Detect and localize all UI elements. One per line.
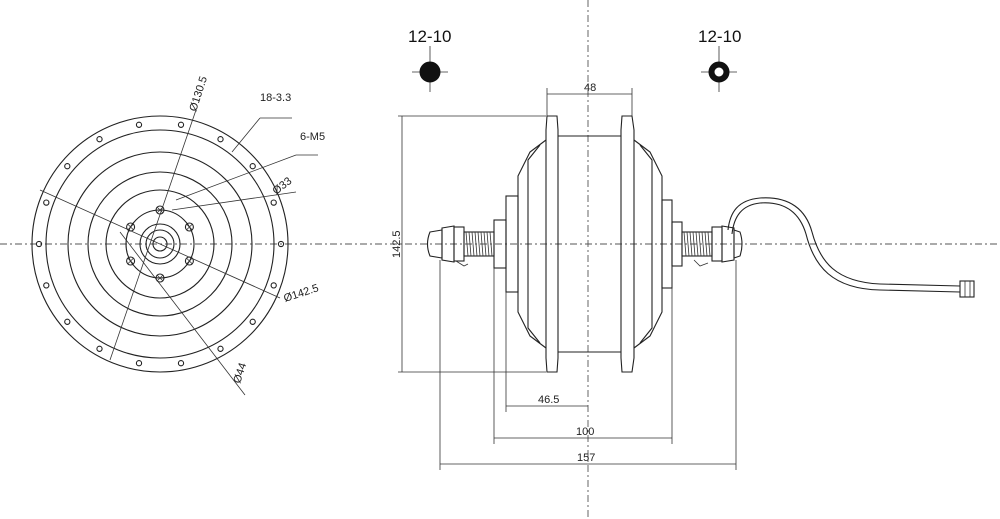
- label-dia-44: Ø44: [231, 361, 249, 384]
- spoke-hole: [277, 240, 285, 248]
- thread-line: [695, 231, 699, 257]
- cable-connector: [959, 280, 975, 298]
- shell-circle: [67, 151, 253, 337]
- side-view: 142.5 48 46.5 100 157: [391, 82, 975, 470]
- spoke-hole: [96, 345, 103, 352]
- front-view: 18-3.3 6-M5 Ø130.5 Ø33 Ø142.5 Ø44: [31, 75, 325, 396]
- thread-line: [698, 231, 702, 257]
- thread-line: [471, 231, 475, 257]
- thread-line: [477, 231, 481, 257]
- spoke-hole: [135, 360, 143, 367]
- bolt-holes: [126, 205, 194, 283]
- thread-line: [689, 231, 693, 257]
- label-width-48: 48: [584, 82, 596, 94]
- label-spoke-left: 12-10: [408, 27, 451, 46]
- bolt-hole: [126, 256, 136, 266]
- flange-outer-circle: [31, 115, 289, 373]
- spoke-hole: [177, 360, 185, 367]
- leader-6-m5: [175, 154, 297, 201]
- cable-top: [727, 197, 961, 287]
- spoke-hole: [177, 121, 185, 128]
- label-width-100: 100: [576, 426, 594, 438]
- thread-line: [704, 231, 708, 257]
- spoke-hole: [35, 240, 43, 248]
- left-cover-inner: [527, 144, 541, 344]
- right-flange: [620, 115, 635, 373]
- thread-line: [465, 231, 469, 257]
- thread-line: [686, 231, 690, 257]
- bearing-circle: [139, 223, 181, 265]
- thread-line: [701, 231, 705, 257]
- spoke-hole: [135, 121, 143, 128]
- thread-line: [483, 231, 487, 257]
- thread-line: [486, 231, 490, 257]
- spoke-hole: [270, 282, 277, 289]
- bolt-hole: [155, 273, 165, 283]
- thread-line: [474, 231, 478, 257]
- spoke-section-right: 12-10: [698, 27, 741, 92]
- bolt-hole: [184, 222, 194, 232]
- spoke-hole: [270, 199, 277, 206]
- right-nut-clip: [693, 259, 709, 267]
- dia-leader-33: [171, 191, 297, 211]
- left-axle-cap: [426, 229, 443, 259]
- spoke-hole: [43, 282, 50, 289]
- left-flange: [545, 115, 559, 373]
- right-cover-inner: [639, 144, 653, 344]
- thread-line: [468, 231, 472, 257]
- left-nut-clip: [455, 260, 469, 267]
- right-axle-cap: [733, 229, 743, 259]
- spoke-right-hollow-core: [713, 66, 725, 78]
- cable-bottom: [731, 202, 961, 293]
- spoke-section-left: 12-10: [408, 27, 451, 92]
- label-width-157: 157: [577, 452, 595, 464]
- shell-body: [558, 135, 621, 353]
- spoke-hole: [217, 345, 224, 352]
- thread-line: [707, 231, 711, 257]
- left-thread-lines: [465, 231, 493, 257]
- dia-leader-142-5: [39, 189, 281, 299]
- label-6-m5: 6-M5: [300, 131, 325, 143]
- dia-leader-130-5: [109, 109, 197, 361]
- spoke-holes: [35, 121, 285, 367]
- spoke-hole: [64, 163, 71, 170]
- leader-18-3-3: [231, 117, 261, 153]
- axle-circle: [145, 229, 175, 259]
- thread-line: [692, 231, 696, 257]
- axle-core-circle: [152, 236, 168, 252]
- spoke-left-solid-section: [419, 61, 441, 83]
- flange-inner-circle: [45, 129, 275, 359]
- spoke-hole: [64, 318, 71, 325]
- cover-circle: [87, 171, 233, 317]
- right-thread-lines: [683, 231, 711, 257]
- label-spoke-right: 12-10: [698, 27, 741, 46]
- spoke-hole: [249, 163, 256, 170]
- label-18-3-3: 18-3.3: [260, 92, 291, 104]
- label-height-142-5: 142.5: [391, 230, 403, 258]
- spoke-hole: [249, 318, 256, 325]
- right-washer: [721, 225, 735, 263]
- label-dia-130-5: Ø130.5: [187, 75, 210, 113]
- label-dia-142-5: Ø142.5: [282, 282, 320, 305]
- label-width-46-5: 46.5: [538, 394, 559, 406]
- spoke-hole: [96, 136, 103, 143]
- spoke-hole: [217, 136, 224, 143]
- dia-leader-44: [119, 231, 246, 396]
- thread-line: [683, 231, 687, 257]
- cover-inner-circle: [105, 189, 215, 299]
- thread-line: [480, 231, 484, 257]
- thread-line: [489, 231, 493, 257]
- spoke-hole: [43, 199, 50, 206]
